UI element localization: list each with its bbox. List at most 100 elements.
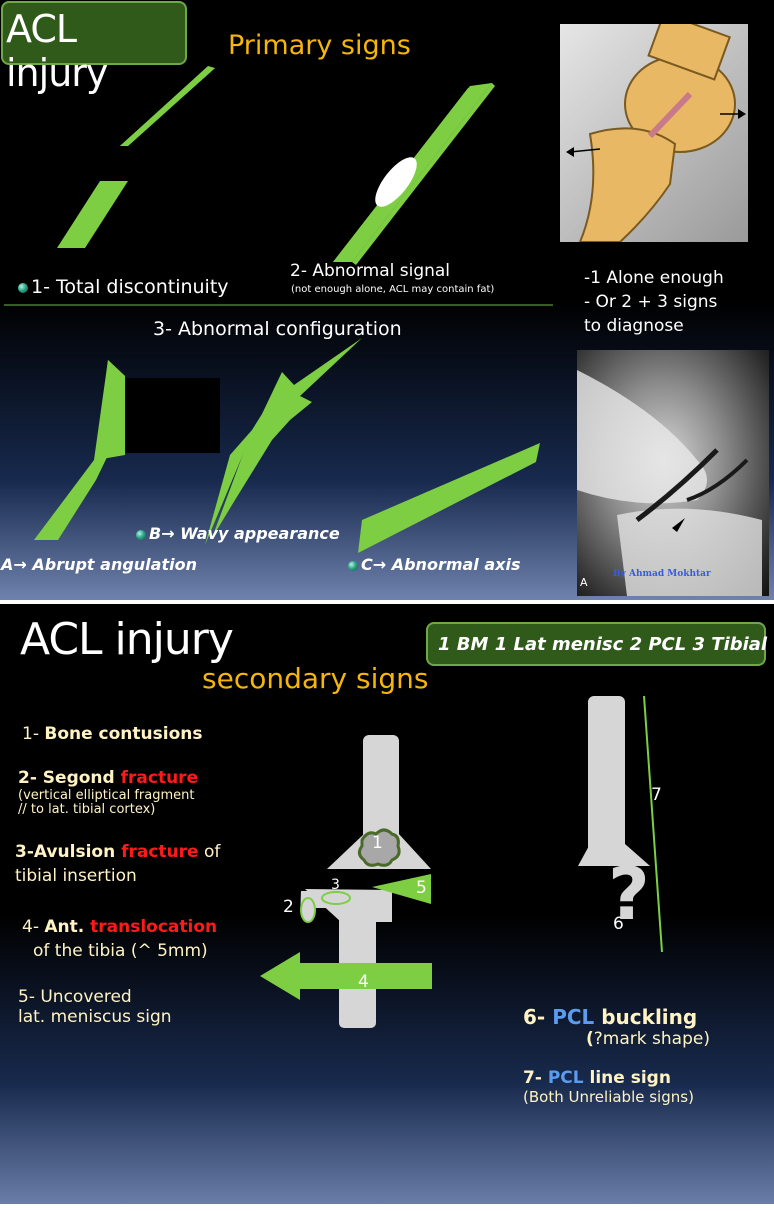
ligament-abnormal-axis: [358, 443, 540, 553]
item-2-number: 2- Segond: [18, 768, 121, 788]
item-5-line-2: lat. meniscus sign: [18, 1007, 172, 1027]
diagnosis-note: -1 Alone enough - Or 2 + 3 signs to diag…: [584, 266, 724, 338]
item-4-number: 4-: [22, 917, 45, 937]
item-2-highlight: fracture: [120, 768, 199, 788]
diagram-label-2: 2: [283, 897, 294, 917]
ligament-abnormal-signal-body: [352, 83, 495, 265]
secondary-signs-diagram: [260, 695, 663, 1028]
slide-title: ACL injury: [6, 7, 108, 95]
item-6-highlight: PCL: [552, 1005, 595, 1029]
bullet-icon: [348, 560, 358, 571]
author-credit: By Ahmad Mokhtar: [613, 569, 711, 579]
meniscus-wedge: [372, 874, 431, 904]
ligament-abrupt-angulation: [34, 360, 125, 540]
blackout-box: [125, 378, 220, 453]
slide-primary-signs: ACL injury Primary signs: [0, 0, 774, 600]
item-4-bold: Ant.: [44, 917, 91, 937]
item-6-number: 6-: [523, 1005, 553, 1029]
mri-drawing-svg: [577, 370, 762, 596]
femur-shaft: [363, 735, 399, 845]
item-7-number: 7-: [523, 1068, 548, 1088]
signal-ellipse: [375, 157, 417, 207]
pcl-line: [643, 695, 663, 953]
pcl-femur-shaft: [588, 696, 625, 852]
tibia-bone: [578, 127, 677, 243]
tibia-top: [305, 889, 392, 922]
mri-ligament-dark-2: [686, 458, 749, 502]
item-3-line-2: tibial insertion: [15, 866, 137, 886]
item-2-note-line-1: (vertical elliptical fragment: [18, 788, 195, 803]
mri-femur-outline: [577, 370, 707, 504]
item-1-number: 1-: [22, 724, 45, 744]
mri-tibia-outline: [617, 508, 762, 596]
item-6-paren: (: [586, 1029, 594, 1049]
diagnosis-line-2: - Or 2 + 3 signs: [584, 292, 718, 312]
diagram-label-6: 6: [613, 914, 624, 934]
knee-illustration: [560, 11, 748, 243]
item-4-highlight: translocation: [90, 917, 218, 937]
item-7-note: (Both Unreliable signs): [523, 1088, 694, 1106]
diagnosis-line-3: to diagnose: [584, 316, 684, 336]
mri-image: A By Ahmad Mokhtar: [577, 350, 769, 596]
item-3-highlight: fracture: [121, 842, 199, 862]
config-b-text: B→ Wavy appearance: [149, 524, 340, 543]
avulsion-fragment: [321, 891, 351, 905]
item-3-rest: of: [198, 842, 221, 862]
item-1: 1- Bone contusions: [22, 724, 202, 744]
item-4: 4- Ant. translocation: [22, 917, 217, 937]
question-mark-icon: ?: [608, 852, 650, 936]
sign-3-label: 3- Abnormal configuration: [153, 318, 402, 340]
bullet-icon: [136, 529, 146, 540]
slide-title: ACL injury: [20, 614, 234, 665]
item-5: 5- Uncovered lat. meniscus sign: [18, 987, 172, 1027]
item-2: 2- Segond fracture: [18, 768, 198, 788]
item-1-text: Bone contusions: [44, 724, 203, 744]
item-2-note-line-2: // to lat. tibial cortex): [18, 802, 156, 817]
summary-text: 1 BM 1 Lat menisc 2 PCL 3 Tibial: [438, 634, 768, 655]
item-7-highlight: PCL: [547, 1068, 584, 1088]
item-6: 6- PCL buckling: [523, 1005, 697, 1029]
ligament-torn-lower: [57, 181, 128, 248]
item-3-number: 3-Avulsion: [15, 842, 122, 862]
slide-secondary-signs: ACL injury secondary signs 1 BM 1 Lat me…: [0, 604, 774, 1204]
femur-shaft: [647, 11, 732, 81]
title-box: ACL injury: [1, 1, 187, 95]
item-2-note: (vertical elliptical fragment // to lat.…: [18, 789, 194, 817]
knee-drawing-svg: [566, 11, 746, 243]
ligament-wavy-body: [205, 338, 362, 545]
item-6-note: (?mark shape): [586, 1029, 710, 1049]
segond-fragment: [300, 897, 316, 923]
config-c-text: C→ Abnormal axis: [361, 555, 521, 574]
translocation-arrow: [260, 952, 432, 1000]
summary-box: 1 BM 1 Lat menisc 2 PCL 3 Tibial: [426, 622, 768, 666]
bone-contusion: [357, 828, 401, 867]
ligament-abrupt-angulation-top: [96, 360, 125, 460]
item-7: 7- PCL line sign: [523, 1068, 671, 1088]
item-5-line-1: 5- Uncovered: [18, 987, 132, 1007]
item-6-note-text: ?mark shape): [593, 1029, 710, 1049]
item-4-line-2: of the tibia (^ 5mm): [33, 941, 208, 961]
section-heading: Primary signs: [228, 30, 411, 61]
diagram-label-3: 3: [331, 877, 340, 893]
sign-1-label: 1- Total discontinuity: [18, 276, 229, 298]
pcl-femur-condyle: [578, 844, 650, 866]
diagram-label-5: 5: [416, 878, 427, 898]
sign-2-label: 2- Abnormal signal: [290, 261, 451, 281]
sign-2-note: (not enough alone, ACL may contain fat): [291, 284, 495, 295]
mri-arrow: [672, 518, 685, 532]
ligament-torn-upper-fill: [120, 66, 215, 146]
section-heading: secondary signs: [202, 662, 429, 695]
item-6-rest: buckling: [594, 1005, 698, 1029]
arrow-left-line: [569, 148, 601, 153]
diagram-label-1: 1: [372, 833, 383, 853]
acl-ligament: [647, 91, 693, 139]
ligament-diagrams: [4, 66, 553, 553]
diagram-label-4: 4: [358, 972, 369, 992]
sign-1-text: 1- Total discontinuity: [31, 276, 229, 298]
item-3: 3-Avulsion fracture of: [15, 842, 220, 862]
config-a-label: A→ Abrupt angulation: [1, 555, 197, 574]
config-b-label: B→ Wavy appearance: [136, 524, 340, 543]
config-c-label: C→ Abnormal axis: [348, 555, 520, 574]
ligament-wavy: [212, 338, 362, 538]
diagnosis-line-1: -1 Alone enough: [584, 268, 724, 288]
